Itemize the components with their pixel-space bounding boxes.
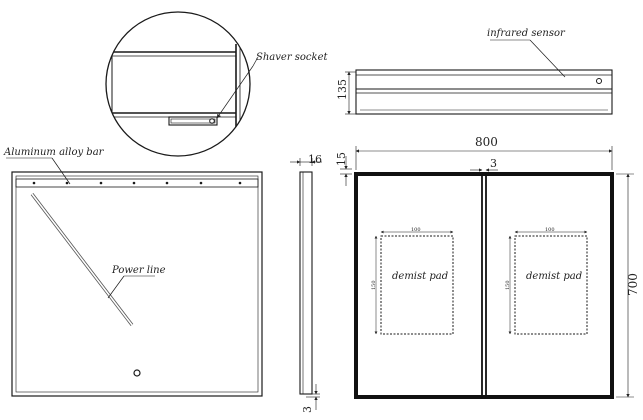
pad-width-right: 100 (545, 227, 555, 233)
dim-bottom-gap: 3 (301, 406, 314, 413)
demist-pad-left (374, 230, 454, 335)
dim-top-gap: 15 (335, 152, 348, 166)
dim-height: 700 (626, 273, 640, 296)
dim-width: 800 (475, 135, 498, 149)
demist-pad-label-left: demist pad (392, 271, 448, 282)
detail-magnifier: Shaver socket (105, 11, 329, 157)
dim-top-height: 135 (336, 79, 349, 100)
sensor-icon (596, 78, 602, 84)
infrared-sensor-label: infrared sensor (487, 28, 566, 39)
shaver-socket-icon (209, 118, 215, 124)
bar-holes (32, 181, 242, 185)
touch-switch-icon (133, 369, 141, 377)
front-view (6, 157, 263, 397)
pad-height-right: 150 (505, 280, 511, 290)
shaver-socket-label: Shaver socket (256, 52, 329, 63)
cabinet-front (354, 172, 614, 399)
aluminum-bar-label: Aluminum alloy bar (3, 147, 105, 158)
dim-center-gap: 3 (490, 157, 497, 170)
demist-pad-right (508, 230, 588, 335)
pad-height-left: 150 (371, 280, 377, 290)
side-view (290, 158, 322, 410)
power-line-label: Power line (111, 265, 166, 276)
demist-pad-label-right: demist pad (526, 271, 582, 282)
pad-width-left: 100 (411, 227, 421, 233)
overall-dimensions (340, 146, 634, 398)
top-view (345, 39, 613, 115)
dim-depth: 16 (308, 153, 322, 166)
